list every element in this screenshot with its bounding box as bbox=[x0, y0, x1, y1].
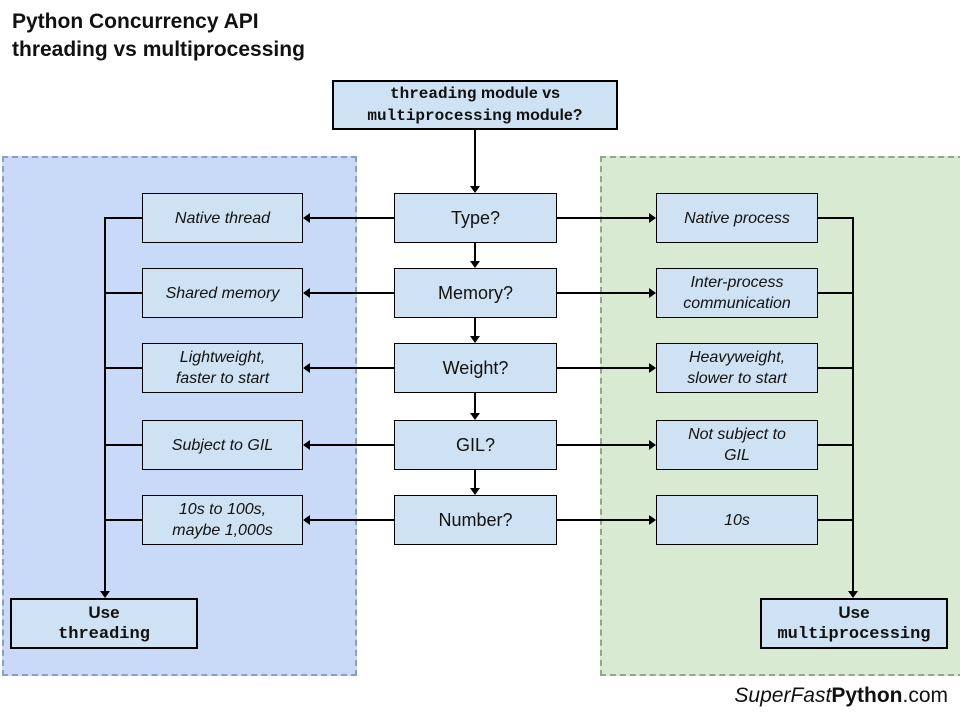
connector-weight-right bbox=[557, 367, 649, 369]
root-text-2: module? bbox=[511, 107, 583, 124]
threading-bracket-stub-3 bbox=[104, 444, 142, 446]
multiprocessing-bracket-vline bbox=[852, 217, 854, 591]
threading-bracket-vline bbox=[104, 217, 106, 591]
root-decision-box: threading module vs multiprocessing modu… bbox=[332, 80, 618, 130]
use-threading-box: Use threading bbox=[10, 598, 198, 649]
question-box-number: Number? bbox=[394, 495, 557, 545]
use-multiprocessing-label: Use bbox=[838, 602, 870, 622]
multiprocessing-answer-number: 10s bbox=[656, 495, 818, 545]
arrowhead-left-memory bbox=[303, 288, 310, 298]
arrowhead-right-type bbox=[649, 213, 656, 223]
page-title: Python Concurrency API threading vs mult… bbox=[12, 8, 305, 64]
watermark-python: Python bbox=[831, 684, 903, 707]
page-title-line2: threading vs multiprocessing bbox=[12, 38, 305, 61]
connector-weight-left bbox=[310, 367, 394, 369]
connector-number-right bbox=[557, 519, 649, 521]
connector-memory-right bbox=[557, 292, 649, 294]
connector-gil-left bbox=[310, 444, 394, 446]
question-box-gil: GIL? bbox=[394, 420, 557, 470]
question-box-memory: Memory? bbox=[394, 268, 557, 318]
threading-bracket-stub-1 bbox=[104, 292, 142, 294]
connector-weight-to-gil bbox=[474, 393, 476, 413]
connector-type-left bbox=[310, 217, 394, 219]
multiprocessing-answer-gil: Not subject to GIL bbox=[656, 420, 818, 470]
connector-gil-to-number bbox=[474, 470, 476, 488]
multiprocessing-bracket-stub-2 bbox=[818, 367, 854, 369]
multiprocessing-bracket-stub-3 bbox=[818, 444, 854, 446]
threading-answer-weight: Lightweight, faster to start bbox=[142, 343, 303, 393]
connector-type-to-memory bbox=[474, 243, 476, 261]
use-multiprocessing-module: multiprocessing bbox=[777, 624, 931, 644]
arrowhead-left-type bbox=[303, 213, 310, 223]
watermark-superfast: SuperFast bbox=[734, 684, 832, 707]
threading-bracket-stub-4 bbox=[104, 519, 142, 521]
root-decision-line2: multiprocessing module? bbox=[367, 105, 582, 127]
arrowhead-down-use-threading bbox=[100, 591, 110, 598]
multiprocessing-bracket-stub-4 bbox=[818, 519, 854, 521]
threading-bracket-stub-2 bbox=[104, 367, 142, 369]
threading-answer-gil: Subject to GIL bbox=[142, 420, 303, 470]
arrowhead-right-gil bbox=[649, 440, 656, 450]
multiprocessing-bracket-stub-0 bbox=[818, 217, 854, 219]
arrowhead-left-gil bbox=[303, 440, 310, 450]
arrowhead-left-weight bbox=[303, 363, 310, 373]
root-decision-line1: threading module vs bbox=[390, 83, 560, 105]
arrowhead-right-number bbox=[649, 515, 656, 525]
arrowhead-down-use-multiprocessing bbox=[848, 591, 858, 598]
root-code-multiprocessing: multiprocessing bbox=[367, 107, 512, 125]
multiprocessing-answer-memory: Inter-process communication bbox=[656, 268, 818, 318]
threading-answer-type: Native thread bbox=[142, 193, 303, 243]
arrowhead-down-number bbox=[470, 488, 480, 495]
watermark-com: .com bbox=[902, 684, 948, 707]
arrowhead-down-type bbox=[470, 186, 480, 193]
arrowhead-down-memory bbox=[470, 261, 480, 268]
multiprocessing-answer-type: Native process bbox=[656, 193, 818, 243]
arrowhead-left-number bbox=[303, 515, 310, 525]
connector-root-to-type bbox=[474, 130, 476, 186]
arrowhead-down-weight bbox=[470, 336, 480, 343]
use-threading-module: threading bbox=[58, 624, 150, 644]
root-text-1: module vs bbox=[476, 85, 560, 102]
multiprocessing-answer-weight: Heavyweight, slower to start bbox=[656, 343, 818, 393]
connector-number-left bbox=[310, 519, 394, 521]
threading-answer-memory: Shared memory bbox=[142, 268, 303, 318]
connector-memory-to-weight bbox=[474, 318, 476, 336]
page-title-line1: Python Concurrency API bbox=[12, 10, 259, 33]
root-code-threading: threading bbox=[390, 85, 477, 103]
use-multiprocessing-box: Use multiprocessing bbox=[760, 598, 948, 649]
connector-type-right bbox=[557, 217, 649, 219]
arrowhead-right-memory bbox=[649, 288, 656, 298]
connector-memory-left bbox=[310, 292, 394, 294]
multiprocessing-bracket-stub-1 bbox=[818, 292, 854, 294]
watermark: SuperFastPython.com bbox=[734, 684, 948, 708]
threading-answer-number: 10s to 100s, maybe 1,000s bbox=[142, 495, 303, 545]
arrowhead-down-gil bbox=[470, 413, 480, 420]
arrowhead-right-weight bbox=[649, 363, 656, 373]
question-box-type: Type? bbox=[394, 193, 557, 243]
connector-gil-right bbox=[557, 444, 649, 446]
use-threading-label: Use bbox=[88, 602, 120, 622]
question-box-weight: Weight? bbox=[394, 343, 557, 393]
threading-bracket-stub-0 bbox=[104, 217, 142, 219]
